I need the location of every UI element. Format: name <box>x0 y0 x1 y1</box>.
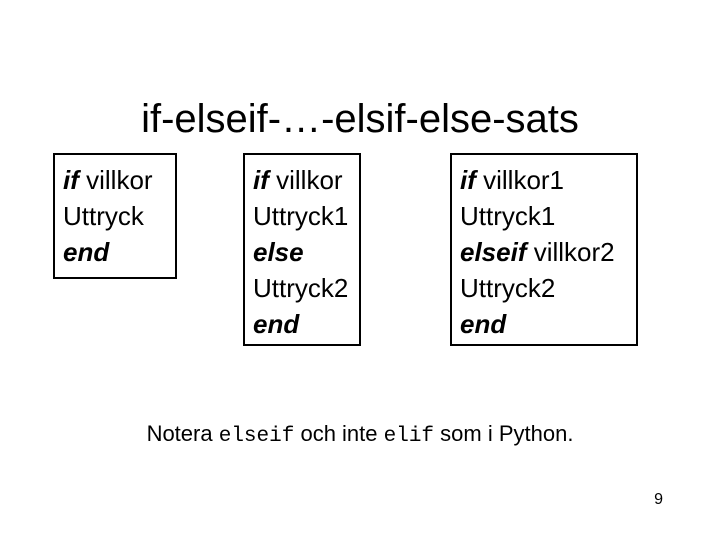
code-keyword: end <box>460 309 507 339</box>
code-argument: Uttryck2 <box>460 273 556 303</box>
code-argument: villkor <box>78 165 153 195</box>
code-line: if villkor1 <box>460 162 636 198</box>
code-line: if villkor <box>63 162 175 198</box>
note-middle: och inte <box>294 421 384 446</box>
note-code-elif: elif <box>383 425 435 448</box>
code-line: Uttryck1 <box>253 198 359 234</box>
code-line: elseif villkor2 <box>460 234 636 270</box>
code-line: Uttryck1 <box>460 198 636 234</box>
code-keyword: end <box>63 237 110 267</box>
note-code-elseif: elseif <box>218 425 295 448</box>
code-line: if villkor <box>253 162 359 198</box>
code-keyword: if <box>63 165 79 195</box>
code-keyword: if <box>460 165 476 195</box>
code-argument: villkor2 <box>526 237 615 267</box>
page-title: if-elseif-…-elsif-else-sats <box>141 96 579 141</box>
code-argument: Uttryck1 <box>253 201 349 231</box>
code-argument: villkor1 <box>475 165 565 195</box>
code-argument: Uttryck <box>63 201 144 231</box>
code-argument: Uttryck2 <box>253 273 349 303</box>
code-keyword: else <box>253 237 304 267</box>
code-argument: villkor <box>268 165 343 195</box>
code-argument: Uttryck1 <box>460 201 556 231</box>
code-keyword: end <box>253 309 300 339</box>
code-line: end <box>63 234 175 270</box>
note-text: Notera elseif och inte elif som i Python… <box>0 419 720 452</box>
code-line: end <box>460 306 636 342</box>
code-line: Uttryck <box>63 198 175 234</box>
note-prefix: Notera <box>146 421 219 446</box>
code-keyword: if <box>253 165 269 195</box>
page-number: 9 <box>654 491 663 508</box>
code-line: end <box>253 306 359 342</box>
code-line: else <box>253 234 359 270</box>
code-line: Uttryck2 <box>253 270 359 306</box>
note-suffix: som i Python. <box>434 421 574 446</box>
code-keyword: elseif <box>460 237 527 267</box>
code-line: Uttryck2 <box>460 270 636 306</box>
